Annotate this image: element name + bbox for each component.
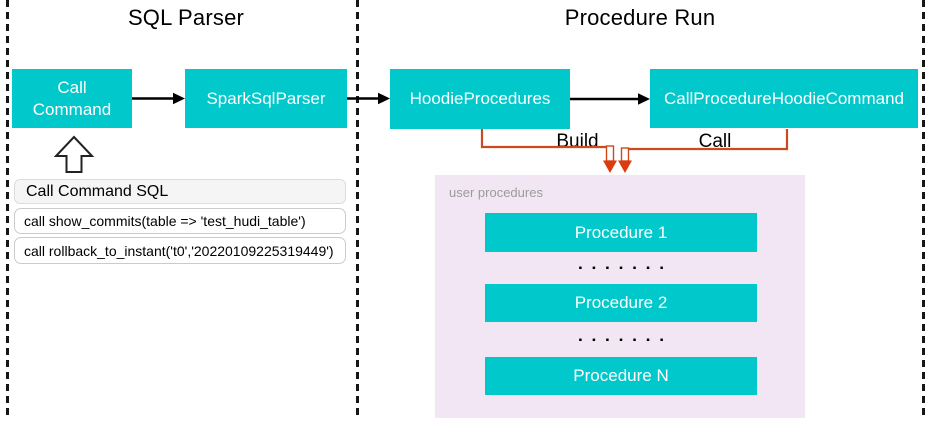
call-command-node: Call Command — [12, 69, 132, 128]
flow-arrow-hoodieprocedures-to-callprocedure — [570, 93, 650, 105]
user-procedures-label: user procedures — [449, 185, 543, 200]
flow-arrow-sparksqlparser-to-hoodieprocedures — [347, 92, 390, 105]
call-command-sql-header: Call Command SQL — [14, 179, 346, 204]
ellipsis-dots-row: ▪▪▪▪▪▪▪ — [578, 335, 674, 346]
procedure-2-node: Procedure 2 — [485, 284, 757, 322]
call-procedure-hoodie-command-node: CallProcedureHoodieCommand — [650, 69, 918, 128]
sql-parser-section-title: SQL Parser — [127, 5, 245, 30]
procedure-n-node: Procedure N — [485, 357, 757, 395]
procedure-1-node: Procedure 1 — [485, 213, 757, 252]
build-edge-label: Build — [556, 131, 599, 152]
spark-sql-parser-node: SparkSqlParser — [185, 69, 347, 128]
ellipsis-dots-row: ▪▪▪▪▪▪▪ — [578, 263, 674, 274]
dashed-border-right — [922, 0, 925, 417]
dashed-section-divider — [356, 0, 359, 417]
flow-arrow-callcommand-to-sparksqlparser — [132, 92, 185, 105]
hoodie-procedures-node: HoodieProcedures — [390, 69, 570, 129]
dashed-border-left — [6, 0, 9, 417]
procedure-run-section-title: Procedure Run — [564, 5, 716, 30]
sql-statement-rollback-to-instant: call rollback_to_instant('t0','202201092… — [14, 237, 346, 264]
sql-statement-show-commits: call show_commits(table => 'test_hudi_ta… — [14, 208, 346, 234]
call-edge-label: Call — [698, 131, 732, 152]
up-block-arrow-icon — [53, 135, 95, 173]
